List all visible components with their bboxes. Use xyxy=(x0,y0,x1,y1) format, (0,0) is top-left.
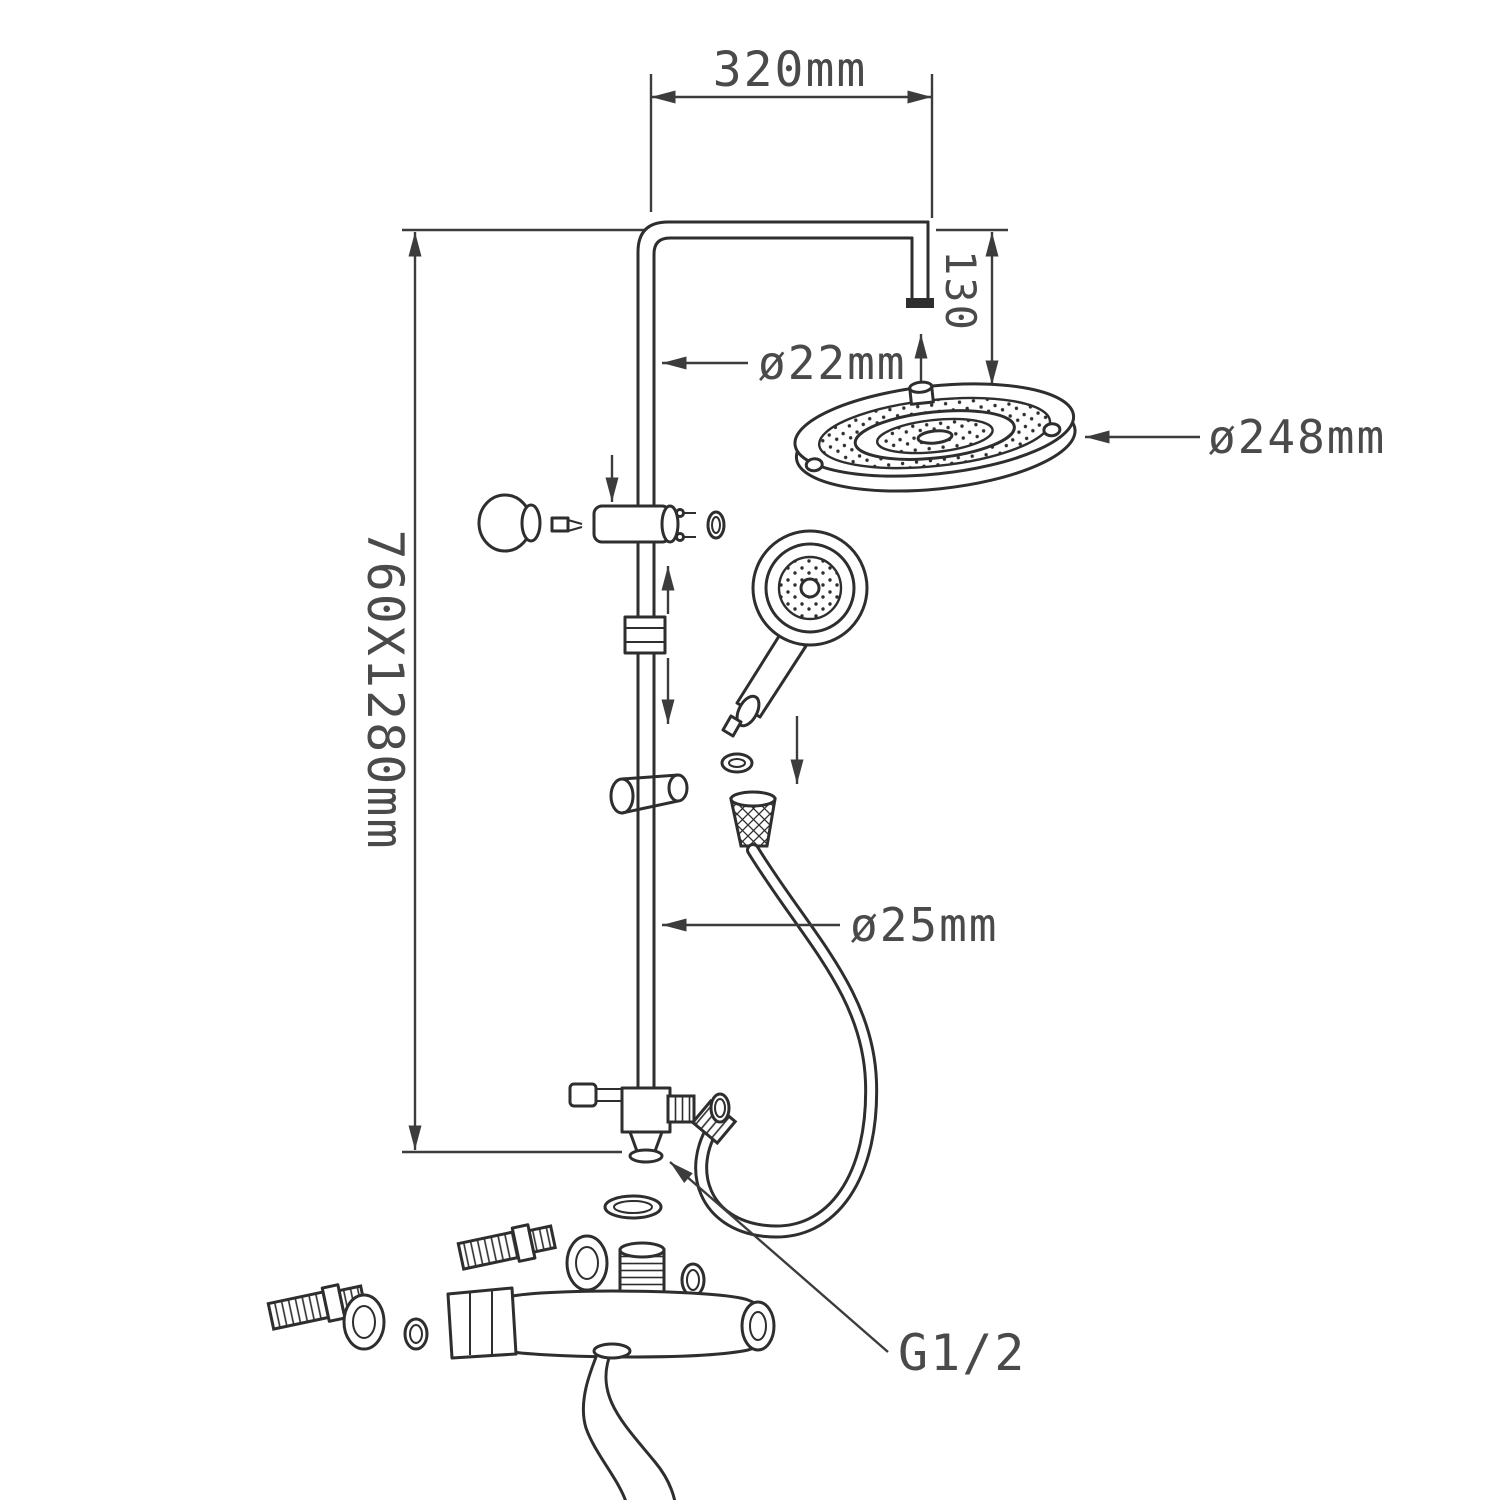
pipe-clamp xyxy=(592,504,672,544)
mixer-right-cap xyxy=(740,1300,776,1352)
pipe-coupling xyxy=(623,615,667,655)
diverter-valve xyxy=(568,1082,731,1164)
clamp-ring xyxy=(706,510,726,540)
callout-pipe-upper-diameter: ø22mm xyxy=(662,336,906,390)
diverter-outlet-thread xyxy=(666,1094,696,1124)
bracket-screw xyxy=(550,516,583,533)
clamp-pins xyxy=(675,508,696,542)
callout-head-diameter: ø248mm xyxy=(1085,410,1386,464)
rain-shower-head xyxy=(793,380,1077,493)
dimension-arm-drop: 130 xyxy=(936,228,1008,385)
hose-cone-nut xyxy=(729,790,777,848)
eccentric-connector-2 xyxy=(266,1283,367,1331)
dimension-top-width: 320mm xyxy=(649,42,934,218)
dimension-overall-height: 760X1280mm xyxy=(356,228,645,1154)
pipe-upper-dia-label: ø22mm xyxy=(758,336,906,390)
overall-size-label: 760X1280mm xyxy=(356,529,414,850)
mixer-valve-body xyxy=(446,1286,776,1500)
arm-drop-label: 130 xyxy=(936,250,985,332)
hose-washer xyxy=(720,752,754,774)
mixer-hex-end xyxy=(446,1286,518,1360)
escutcheon-flange-2 xyxy=(342,1293,386,1351)
hand-shower-inlet-tip xyxy=(721,714,743,738)
diverter-knob xyxy=(568,1082,598,1108)
riser-base-ring xyxy=(603,1194,663,1220)
eccentric-connector-1 xyxy=(456,1223,557,1271)
callout-thread-size: G1/2 xyxy=(669,1161,1026,1382)
pipe-lower-dia-label: ø25mm xyxy=(850,898,998,952)
outlet-ring xyxy=(709,1092,731,1124)
small-washer-left xyxy=(403,1317,429,1351)
top-width-label: 320mm xyxy=(713,42,868,98)
mixer-lever-spout xyxy=(581,1348,677,1500)
wall-bracket-assembly xyxy=(477,455,726,614)
thread-label: G1/2 xyxy=(898,1324,1026,1382)
arm-outlet-cap xyxy=(906,298,934,308)
callout-pipe-lower-diameter: ø25mm xyxy=(662,898,998,952)
shower-hose xyxy=(690,843,879,1239)
head-dia-label: ø248mm xyxy=(1208,410,1386,464)
escutcheon-flange-1 xyxy=(565,1234,609,1292)
rain-head-screw-right xyxy=(1042,422,1062,438)
riser-pipe xyxy=(636,220,934,1150)
rain-head-screw-left xyxy=(804,457,824,473)
slide-bar-holder xyxy=(609,773,689,815)
hand-shower xyxy=(721,529,869,738)
